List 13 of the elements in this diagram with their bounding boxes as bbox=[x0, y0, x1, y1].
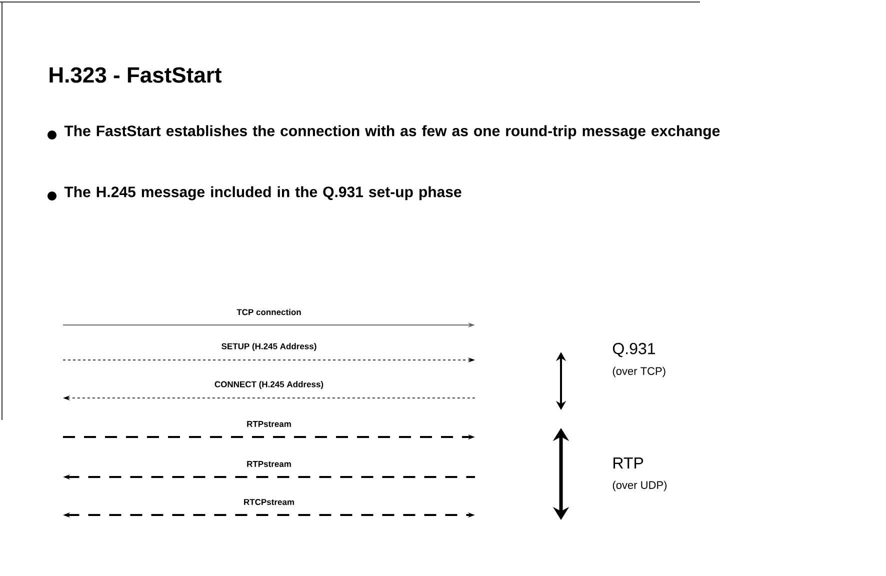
message-label: RTCPstream bbox=[244, 499, 294, 505]
bullet-text: The H.245 message included in the Q.931 set-up phase bbox=[64, 186, 462, 200]
protocol-label: Q.931 bbox=[612, 342, 655, 358]
message-label: RTPstream bbox=[247, 461, 291, 467]
protocol-label: RTP bbox=[614, 458, 644, 468]
bullet-text: The FastStart establishes the connection with as few as one round-trip message exchange bbox=[64, 125, 720, 140]
protocol-label: (over TCP) bbox=[612, 366, 666, 378]
message-label: CONNECT (H.245 Address) bbox=[214, 381, 324, 389]
slide-title: H.323 - FastStart bbox=[50, 67, 222, 83]
message-label: SETUP (H.245 Address) bbox=[222, 343, 316, 351]
message-label: RTPstream bbox=[247, 421, 291, 427]
message-label: TCP connection bbox=[236, 308, 301, 316]
protocol-label: (over UDP) bbox=[612, 480, 667, 492]
